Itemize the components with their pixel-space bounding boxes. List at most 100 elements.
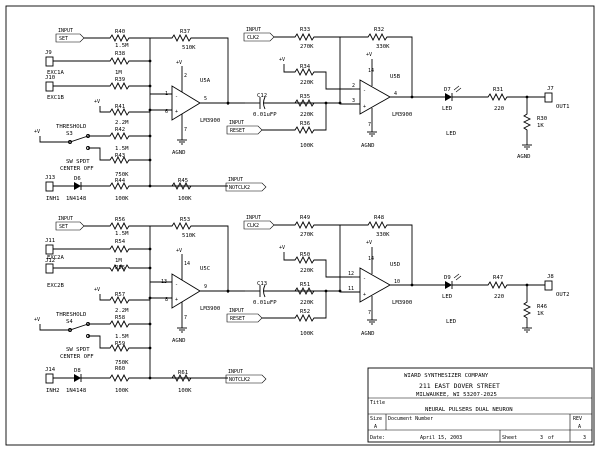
port-reset xyxy=(226,125,263,135)
date-value: April 15, 2003 xyxy=(420,435,462,441)
u5b-agnd: AGND xyxy=(361,143,375,149)
r54-val: 1.5M xyxy=(115,231,129,237)
jack-j11 xyxy=(45,244,54,255)
s3-ref: S3 xyxy=(66,131,73,137)
r57-ref: R57 xyxy=(115,292,125,298)
opamp-u5c xyxy=(171,273,201,309)
port-notclk2 xyxy=(225,182,267,192)
u5c-pin9: 9 xyxy=(204,284,207,290)
label-input-reset: INPUT xyxy=(229,120,244,126)
j11-ref: J11 xyxy=(45,238,55,244)
u5c-pin14: 14 xyxy=(184,261,190,267)
port-set-2 xyxy=(55,221,85,231)
u5b-ref: U5B xyxy=(390,74,401,80)
u5a-pin5: 5 xyxy=(204,96,207,102)
u5d-minus: - xyxy=(363,276,366,282)
u5a-pin6: 6 xyxy=(165,109,168,115)
resistor-r30 xyxy=(522,97,532,145)
threshold-label-2: THRESHOLD xyxy=(56,312,87,318)
c13-ref: C13 xyxy=(257,281,267,287)
r39-val: 1M xyxy=(115,70,122,76)
jack-j7 xyxy=(544,92,553,103)
r52-val: 100K xyxy=(300,331,314,337)
resistor-r31 xyxy=(452,92,545,102)
port-reset-2 xyxy=(226,313,263,323)
d7-ref: D7 xyxy=(444,87,451,93)
u5d-ref: U5D xyxy=(390,262,401,268)
resistor-r59 xyxy=(88,335,150,353)
resistor-r34 xyxy=(283,64,352,90)
resistor-r46 xyxy=(522,285,532,328)
r45-ref: R45 xyxy=(178,178,188,184)
r41-ref: R41 xyxy=(115,104,125,110)
resistor-r36 xyxy=(262,103,327,135)
r37-val: 510K xyxy=(182,45,196,51)
date-label: Date: xyxy=(370,435,385,441)
spdt-label-4: CENTER OFF xyxy=(60,354,94,360)
r30-agnd: AGND xyxy=(517,154,531,160)
opamp-u5a xyxy=(171,85,201,121)
resistor-r41 xyxy=(99,106,150,117)
resistor-r45 xyxy=(160,181,192,191)
exc1b-label: EXC1B xyxy=(47,95,64,101)
label-input-notclk-2: INPUT xyxy=(228,369,243,375)
u5a-ic: LM3900 xyxy=(200,118,220,124)
switch-s4 xyxy=(39,323,89,331)
rev-label: REV xyxy=(573,416,582,422)
company-address-2: MILWAUKEE, WI 53207-2025 xyxy=(416,392,497,398)
spdt-label-2: CENTER OFF xyxy=(60,166,94,172)
r32-val: 330K xyxy=(376,44,390,50)
flag-set-2: SET xyxy=(59,224,68,230)
j10-ref: J10 xyxy=(45,75,55,81)
c12-val: 0.01uFP xyxy=(253,112,277,118)
r51-ref: R51 xyxy=(300,282,310,288)
r53-ref: R53 xyxy=(180,217,190,223)
r35-val: 220K xyxy=(300,112,314,118)
j13-ref: J13 xyxy=(45,175,55,181)
r60-val: 750K xyxy=(115,360,129,366)
r37-ref: R37 xyxy=(180,29,190,35)
switch-s3 xyxy=(39,135,89,143)
vplus-r34: +V xyxy=(279,57,285,63)
label-input-set-2: INPUT xyxy=(58,216,73,222)
resistor-r38 xyxy=(53,56,150,66)
vplus-u5d: +V xyxy=(366,240,372,246)
r42-ref: R42 xyxy=(115,127,125,133)
resistor-r44 xyxy=(53,181,228,191)
port-clk2-2 xyxy=(243,220,275,230)
size-label: Size xyxy=(370,416,382,422)
u5b-pin3: 3 xyxy=(352,98,355,104)
jack-j12 xyxy=(45,263,54,274)
label-input-clk-2: INPUT xyxy=(246,215,261,221)
jack-j9 xyxy=(45,56,54,67)
u5a-minus: - xyxy=(175,94,178,100)
out2-label: OUT2 xyxy=(556,292,569,298)
title-label: Title xyxy=(370,400,385,406)
label-input-reset-2: INPUT xyxy=(229,308,244,314)
r61-ref: R61 xyxy=(178,370,188,376)
resistor-r51 xyxy=(282,286,315,296)
u5b-ic: LM3900 xyxy=(392,112,412,118)
u5d-pin10: 10 xyxy=(394,279,400,285)
r53-val: 510K xyxy=(182,233,196,239)
label-input-notclk: INPUT xyxy=(228,177,243,183)
inh1-label: INH1 xyxy=(46,196,59,202)
r52-ref: R52 xyxy=(300,309,310,315)
u5a-ref: U5A xyxy=(200,78,211,84)
u5c-minus: - xyxy=(175,282,178,288)
sheet-total: 3 xyxy=(583,435,586,441)
u5b-pin2: 2 xyxy=(352,83,355,89)
r42-val: 2.2M xyxy=(115,120,129,126)
r34-val: 220K xyxy=(300,80,314,86)
inh2-label: INH2 xyxy=(46,388,59,394)
sheet-title: NEURAL PULSERS DUAL NEURON xyxy=(425,407,513,413)
vplus-thr-2: +V xyxy=(34,317,40,323)
r46-val: 1K xyxy=(537,311,544,317)
resistor-r47 xyxy=(452,280,545,290)
u5a-pin2: 2 xyxy=(184,73,187,79)
label-input-set: INPUT xyxy=(58,28,73,34)
resistor-r35 xyxy=(282,98,315,108)
resistor-r53 xyxy=(150,221,229,293)
